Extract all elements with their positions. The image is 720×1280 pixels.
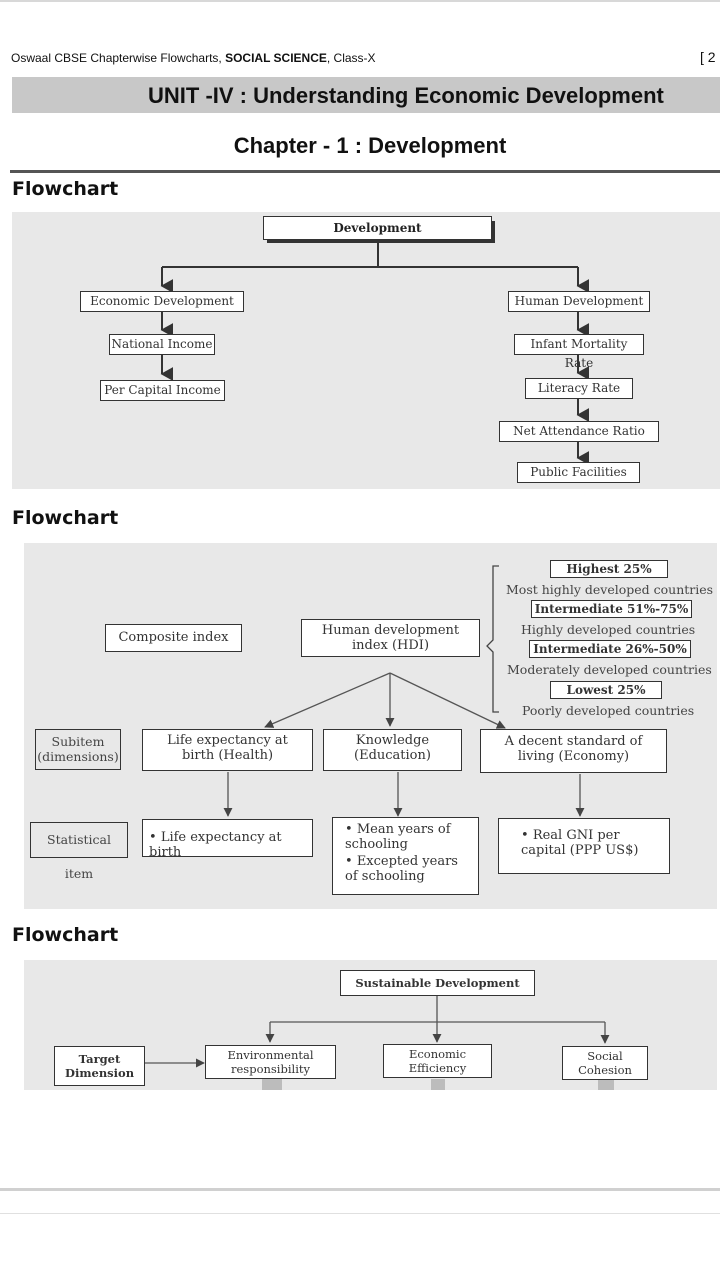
development-box: Development bbox=[263, 216, 492, 240]
per-capita-income-box: Per Capital Income bbox=[100, 380, 225, 401]
target-dimension-box: Target Dimension bbox=[54, 1046, 145, 1086]
stat-economy-text: Real GNI per capital (PPP US$) bbox=[521, 828, 639, 858]
social-cohesion-box: Social Cohesion bbox=[562, 1046, 648, 1080]
title-rule bbox=[10, 170, 720, 173]
moderately-developed-label: Moderately developed countries bbox=[507, 662, 712, 677]
stat-health-text: Life expectancy at birth bbox=[149, 830, 282, 860]
statistical-item-box: Statistical item bbox=[30, 822, 128, 881]
economy-dimension-box: A decent standard of living (Economy) bbox=[480, 729, 667, 773]
unit-title: UNIT -IV : Understanding Economic Develo… bbox=[148, 83, 664, 108]
stat-knowledge-item: • Mean years of schooling bbox=[345, 822, 451, 852]
footer-divider-thin bbox=[0, 1213, 720, 1214]
class-name: , Class-X bbox=[326, 51, 376, 65]
stat-knowledge-text: Excepted years of schooling bbox=[345, 854, 458, 884]
public-facilities-box: Public Facilities bbox=[517, 462, 640, 483]
stat-health-box: • Life expectancy at birth bbox=[142, 819, 313, 860]
environmental-responsibility-box: Environmental responsibility bbox=[205, 1045, 336, 1079]
unit-banner bbox=[12, 77, 720, 113]
composite-index-box: Composite index bbox=[105, 624, 242, 652]
economic-efficiency-box: Economic Efficiency bbox=[383, 1044, 492, 1078]
stat-knowledge-text: Mean years of schooling bbox=[345, 822, 451, 852]
human-development-box: Human Development bbox=[508, 291, 650, 312]
literacy-rate-box: Literacy Rate bbox=[525, 378, 633, 399]
band-intermediate-upper-box: Intermediate 51%-75% bbox=[531, 600, 692, 618]
sustainable-development-box: Sustainable Development bbox=[340, 970, 535, 996]
infant-mortality-box: Infant Mortality Rate bbox=[514, 334, 644, 370]
education-dimension-box: Knowledge (Education) bbox=[323, 729, 462, 771]
book-header: Oswaal CBSE Chapterwise Flowcharts, SOCI… bbox=[11, 51, 376, 65]
page-number: [ 2 bbox=[700, 49, 716, 65]
book-name: Oswaal CBSE Chapterwise Flowcharts, bbox=[11, 51, 226, 65]
subitem-box: Subitem (dimensions) bbox=[35, 729, 121, 770]
stat-knowledge-item: • Excepted years of schooling bbox=[345, 854, 458, 884]
stat-knowledge-box: • Mean years of schooling • Excepted yea… bbox=[332, 817, 479, 895]
highly-developed-label: Highly developed countries bbox=[521, 622, 696, 637]
top-divider bbox=[0, 0, 720, 2]
band-highest-box: Highest 25% bbox=[550, 560, 668, 578]
most-highly-developed-label: Most highly developed countries bbox=[506, 582, 714, 597]
national-income-box: National Income bbox=[109, 334, 215, 355]
stat-economy-item: • Real GNI per capital (PPP US$) bbox=[521, 828, 639, 858]
health-dimension-box: Life expectancy at birth (Health) bbox=[142, 729, 313, 771]
flowchart-heading: Flowchart bbox=[12, 178, 119, 200]
hdi-box: Human development index (HDI) bbox=[301, 619, 480, 657]
poorly-developed-label: Poorly developed countries bbox=[522, 703, 695, 718]
chapter-title: Chapter - 1 : Development bbox=[233, 133, 507, 158]
economic-development-box: Economic Development bbox=[80, 291, 244, 312]
stat-health-item: • Life expectancy at birth bbox=[149, 830, 282, 860]
net-attendance-box: Net Attendance Ratio bbox=[499, 421, 659, 442]
flowchart-heading: Flowchart bbox=[12, 924, 119, 946]
band-lowest-box: Lowest 25% bbox=[550, 681, 662, 699]
footer-divider bbox=[0, 1188, 720, 1191]
flowchart-heading: Flowchart bbox=[12, 507, 119, 529]
subject-name: SOCIAL SCIENCE bbox=[225, 51, 327, 65]
band-intermediate-lower-box: Intermediate 26%-50% bbox=[529, 640, 691, 658]
stat-economy-box: • Real GNI per capital (PPP US$) bbox=[498, 818, 670, 874]
